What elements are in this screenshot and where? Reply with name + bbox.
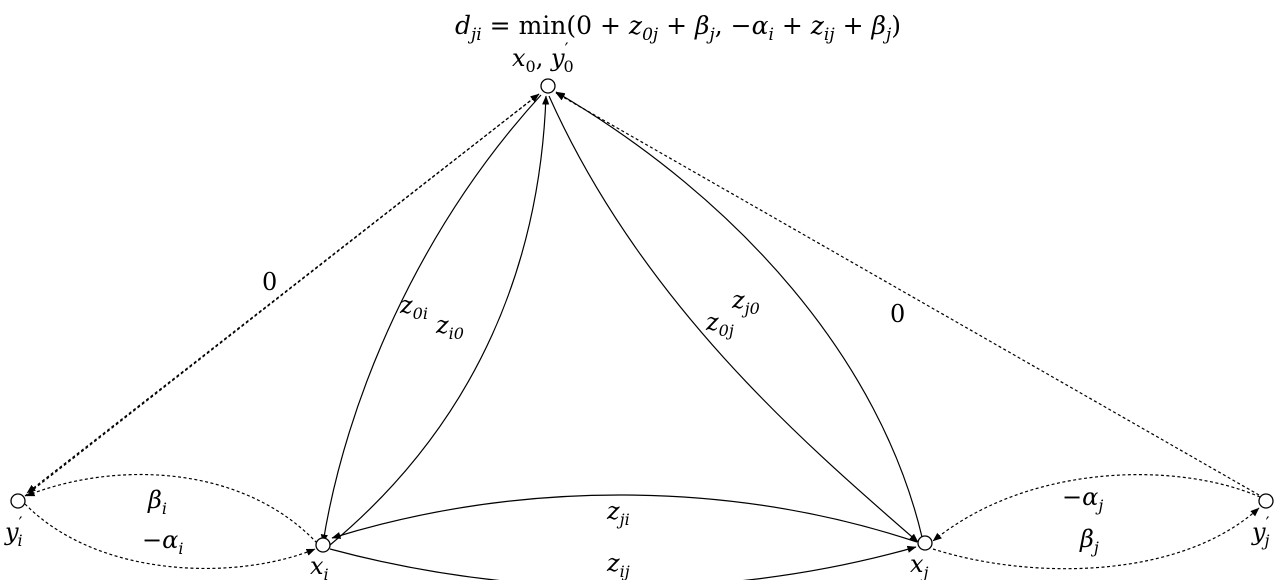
edge-x0-to-xj (548, 95, 919, 543)
label-yj: y′j (1251, 514, 1270, 550)
node-xj (917, 535, 933, 551)
node-x0 (540, 78, 556, 94)
edge-yj-to-x0 (555, 92, 1260, 496)
edge-label-z0j: z0j (705, 308, 734, 340)
edge-label-z0i: z0i (399, 291, 428, 323)
edge-xi-to-x0 (329, 95, 550, 546)
edge-label-yj-x0: 0 (890, 300, 905, 328)
edge-label-zi0: zi0 (435, 311, 464, 343)
edge-label-beta-j: βj (1079, 525, 1099, 557)
label-x0: x0, y′0 (512, 40, 574, 76)
node-yi (10, 493, 26, 509)
edge-label-zj0: zj0 (731, 286, 760, 318)
edge-label-alpha-j: −αj (1062, 483, 1103, 515)
edge-x0-to-xi (320, 94, 542, 544)
title-formula: dji = min(0 + z0j + βj, −αi + zij + βj) (455, 11, 901, 45)
edge-label-alpha-i: −αi (142, 526, 183, 558)
edge-label-zji: zji (606, 497, 630, 529)
edge-xj-to-xi (331, 494, 918, 543)
edge-yi-to-xi (24, 503, 316, 569)
edge-label-zij: zij (606, 549, 630, 580)
label-yi: y′i (4, 514, 23, 550)
edge-x0-to-yi (26, 93, 540, 494)
node-yj (1258, 493, 1274, 509)
edge-xj-to-yj (932, 507, 1260, 570)
edge-xi-to-yi (25, 474, 318, 544)
edge-xj-to-x0 (555, 91, 923, 538)
node-xi (315, 537, 331, 553)
edge-yj-to-xj (932, 474, 1261, 542)
label-xj: xj (910, 550, 929, 580)
edge-xi-to-xj (329, 545, 917, 580)
label-xi: xi (310, 552, 329, 580)
edge-label-yi-x0: 0 (262, 268, 277, 296)
edge-label-beta-i: βi (147, 486, 167, 518)
